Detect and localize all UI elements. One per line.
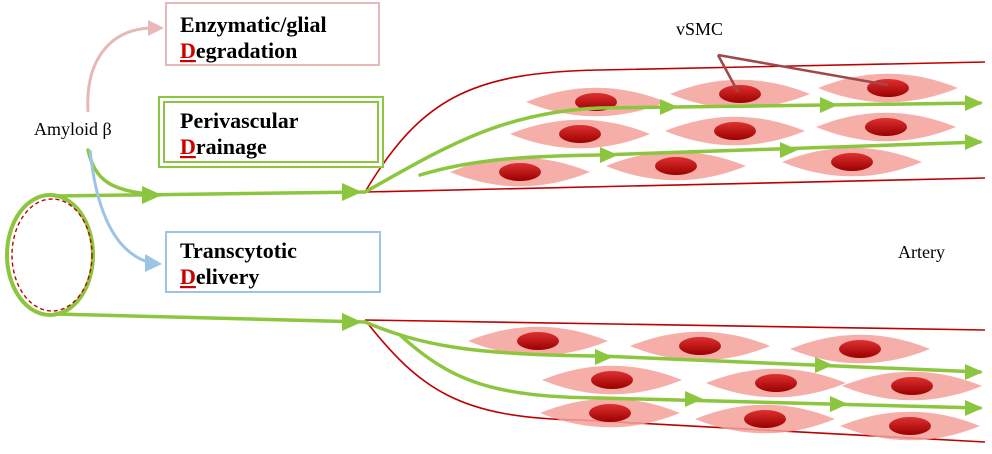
- degradation-arrow: [86, 20, 164, 113]
- degradation-box: Enzymatic/glial Degradation: [165, 2, 380, 66]
- upper-main-path: [53, 190, 367, 198]
- delivery-line2: Delivery: [180, 264, 259, 289]
- vsmc-nucleus: [714, 122, 756, 140]
- vsmc-nucleus: [839, 340, 881, 358]
- delivery-arrowhead: [145, 254, 162, 272]
- arrowhead: [342, 313, 362, 331]
- lower-main-path: [53, 312, 367, 324]
- arrowhead: [600, 147, 618, 163]
- vsmc-nucleus: [831, 153, 873, 171]
- vsmc-nucleus: [719, 85, 761, 103]
- vsmc-pointer-right: [717, 53, 889, 87]
- vsmc-nucleus: [655, 157, 697, 175]
- arrowhead: [342, 183, 362, 201]
- upper-branch-2: [418, 140, 982, 177]
- vsmc-nucleus: [589, 404, 631, 422]
- delivery-curve: [88, 149, 149, 264]
- arrowhead: [780, 142, 798, 158]
- degradation-rest: egradation: [196, 38, 297, 63]
- vsmc-nucleus: [559, 125, 601, 143]
- lower-branch-1: [363, 320, 982, 374]
- vsmc-nucleus: [499, 163, 541, 181]
- drainage-rest: rainage: [196, 134, 267, 159]
- arrowhead: [820, 97, 838, 113]
- vessel-ring-inner: [11, 198, 93, 312]
- arrowhead: [965, 400, 983, 416]
- delivery-box-frame: [165, 231, 381, 293]
- vsmc-nucleus: [889, 417, 931, 435]
- vsmc-nucleus: [517, 332, 559, 350]
- delivery-arrow: [88, 149, 162, 272]
- artery-label: Artery: [898, 242, 945, 262]
- drainage-line2: Drainage: [180, 134, 267, 159]
- vsmc-label: vSMC: [676, 19, 723, 39]
- drainage-arrowheads: [142, 95, 983, 416]
- delivery-box: Transcytotic Delivery: [165, 231, 381, 293]
- amyloid-to-drainage: [86, 148, 162, 197]
- vessel-cross-section: [5, 193, 95, 317]
- vsmc-nucleus: [755, 374, 797, 392]
- vsmc-pointer-lines: [716, 53, 889, 93]
- drainage-initial: D: [180, 134, 196, 159]
- vsmc-nucleus: [865, 118, 907, 136]
- degradation-curve: [86, 26, 151, 113]
- arrowhead: [965, 364, 983, 380]
- upper-branch-1: [363, 101, 982, 194]
- arrowhead: [595, 349, 613, 365]
- lower-branch-2: [398, 333, 982, 410]
- arrowhead: [815, 357, 833, 373]
- arrowhead: [965, 95, 983, 111]
- vessel-ring-outer: [5, 193, 95, 317]
- delivery-initial: D: [180, 264, 196, 289]
- degradation-initial: D: [180, 38, 196, 63]
- drainage-line1: Perivascular: [180, 108, 299, 133]
- amyloid-label: Amyloid β: [34, 119, 112, 139]
- drainage-box-frame-outer: [158, 96, 384, 168]
- vsmc-nucleus: [679, 337, 721, 355]
- delivery-line1: Transcytotic: [180, 238, 297, 263]
- degradation-line2: Degradation: [180, 38, 297, 63]
- vsmc-pointer-left: [716, 54, 740, 93]
- arrowhead: [685, 391, 703, 407]
- degradation-line1: Enzymatic/glial: [180, 12, 327, 37]
- lower-inner-wall: [364, 319, 986, 331]
- upper-inner-wall: [364, 177, 986, 193]
- vsmc-cells-lower: [468, 326, 982, 441]
- degradation-arrowhead: [148, 20, 164, 36]
- drainage-box: Perivascular Drainage: [158, 96, 384, 168]
- vessel-walls: [364, 61, 986, 443]
- delivery-rest: elivery: [196, 264, 260, 289]
- vsmc-cells-upper: [450, 73, 958, 187]
- upper-outer-wall: [364, 61, 986, 193]
- drainage-paths: [53, 101, 982, 410]
- arrowhead: [965, 134, 983, 150]
- vsmc-nucleus: [744, 410, 786, 428]
- arrowhead: [142, 186, 162, 204]
- arrowhead: [660, 99, 678, 115]
- vsmc-nucleus: [891, 377, 933, 395]
- vsmc-nucleus: [591, 371, 633, 389]
- drainage-box-frame-inner: [163, 101, 379, 163]
- lower-outer-wall: [364, 319, 986, 443]
- degradation-box-frame: [165, 2, 380, 66]
- arrowhead: [830, 396, 848, 412]
